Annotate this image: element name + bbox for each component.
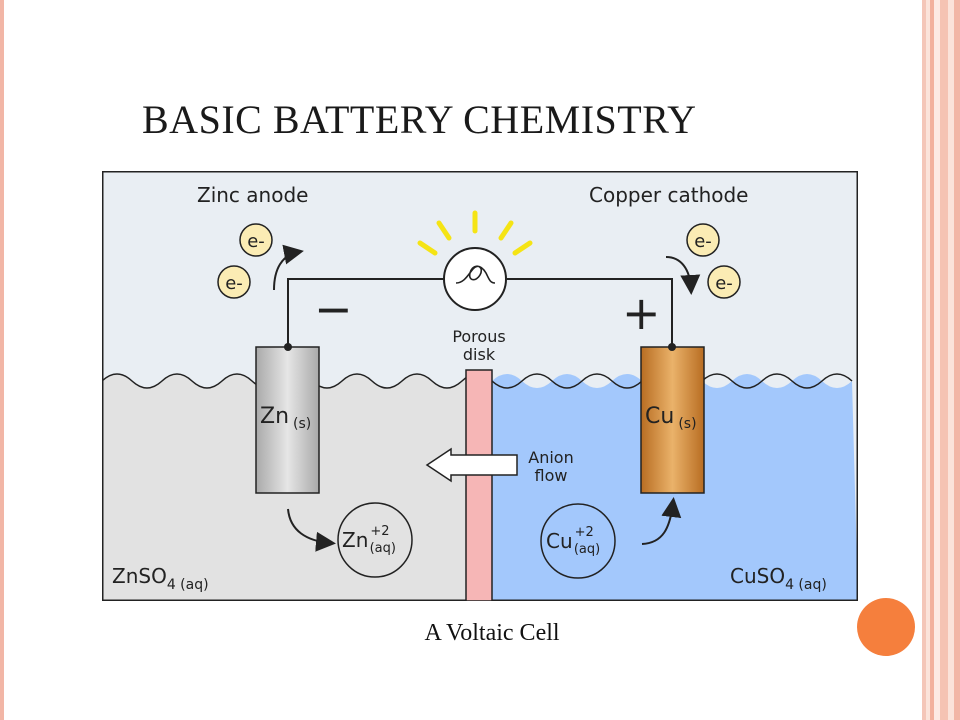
porous-disk-label-line2: disk bbox=[463, 345, 496, 364]
copper-electrode bbox=[640, 346, 705, 494]
zinc-anode-label: Zinc anode bbox=[197, 183, 308, 207]
porous-disk bbox=[465, 369, 493, 601]
plus-sign: + bbox=[622, 286, 661, 340]
copper-ion-label: Cu+2(aq) bbox=[546, 525, 600, 557]
slide-left-border bbox=[0, 0, 4, 720]
external-wire bbox=[287, 278, 673, 347]
slide-accent-dot bbox=[857, 598, 915, 656]
electron-flow-arrow-cathode bbox=[665, 256, 701, 295]
copper-deposit-arrow bbox=[641, 497, 682, 545]
zinc-terminal bbox=[284, 343, 292, 351]
copper-ion: Cu+2(aq) bbox=[540, 503, 616, 579]
zinc-ion: Zn+2(aq) bbox=[337, 502, 413, 578]
znso4-label: ZnSO4 (aq) bbox=[112, 564, 209, 593]
slide-title: BASIC BATTERY CHEMISTRY bbox=[142, 97, 697, 142]
copper-terminal bbox=[668, 343, 676, 351]
zinc-ion-label: Zn+2(aq) bbox=[342, 524, 396, 556]
anion-flow-arrow bbox=[425, 447, 518, 483]
light-rays bbox=[417, 210, 533, 256]
electron-cathode-2: e- bbox=[707, 265, 741, 299]
diagram-caption: A Voltaic Cell bbox=[424, 620, 560, 646]
porous-disk-label-line1: Porous bbox=[452, 327, 505, 346]
electron-anode-1: e- bbox=[239, 223, 273, 257]
cuso4-label: CuSO4 (aq) bbox=[730, 564, 827, 593]
copper-electrode-label: Cu(s) bbox=[645, 404, 697, 432]
electron-label: e- bbox=[225, 273, 243, 294]
electron-label: e- bbox=[715, 273, 733, 294]
electron-label: e- bbox=[694, 231, 712, 252]
minus-sign: − bbox=[314, 282, 353, 336]
electron-label: e- bbox=[247, 231, 265, 252]
electron-cathode-1: e- bbox=[686, 223, 720, 257]
voltaic-cell-diagram: Zinc anode Copper cathode e- e- e- e- − … bbox=[102, 171, 858, 601]
zinc-dissolve-arrow bbox=[287, 508, 336, 552]
anion-flow-label-line2: flow bbox=[535, 466, 568, 485]
copper-cathode-label: Copper cathode bbox=[589, 183, 748, 207]
zinc-electrode-label: Zn(s) bbox=[260, 404, 311, 432]
anion-flow-label-line1: Anion bbox=[528, 448, 573, 467]
electron-anode-2: e- bbox=[217, 265, 251, 299]
electron-flow-arrow-anode bbox=[273, 244, 304, 291]
light-bulb-icon bbox=[443, 247, 507, 311]
slide-right-stripes bbox=[920, 0, 960, 720]
